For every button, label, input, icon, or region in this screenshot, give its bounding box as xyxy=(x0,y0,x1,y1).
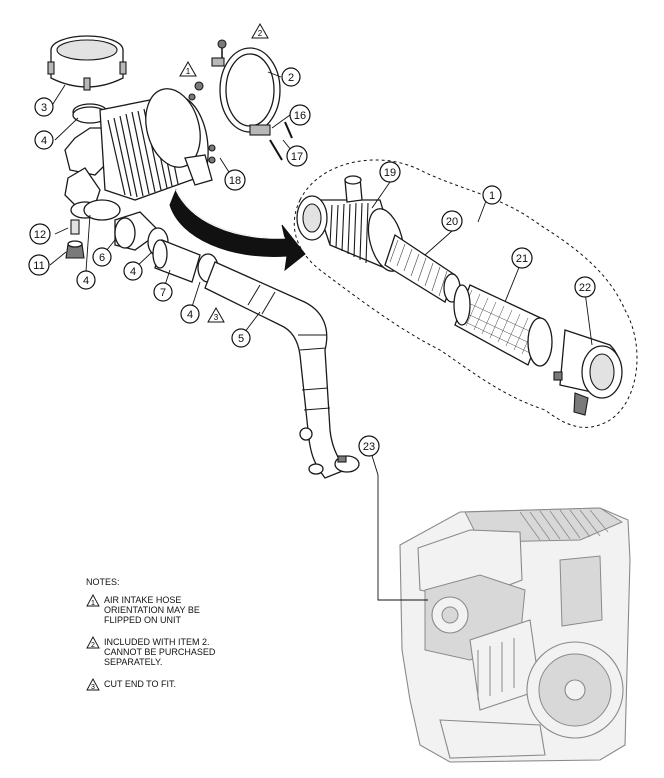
note-3: 3 CUT END TO FIT. xyxy=(86,678,286,691)
callout-4-left: 4 xyxy=(76,270,96,290)
safety-filter xyxy=(384,233,461,303)
notes-header: NOTES: xyxy=(86,577,120,587)
assembly-boundary xyxy=(293,159,638,428)
note-2: 2 INCLUDED WITH ITEM 2. CANNOT BE PURCHA… xyxy=(86,636,286,667)
note-3-flag-icon: 3 xyxy=(86,678,100,691)
callout-18: 18 xyxy=(224,169,246,191)
svg-text:4: 4 xyxy=(130,266,136,278)
precleaner-cap xyxy=(47,35,127,91)
svg-text:11: 11 xyxy=(33,260,44,272)
svg-text:21: 21 xyxy=(516,253,528,265)
callout-2: 2 xyxy=(281,67,301,87)
cleaner-end-cap xyxy=(553,329,623,416)
callout-23: 23 xyxy=(358,435,380,457)
notes-section: NOTES: 1 AIR INTAKE HOSE ORIENTATION MAY… xyxy=(86,577,286,701)
callout-19: 19 xyxy=(379,161,401,183)
callout-16: 16 xyxy=(289,104,311,126)
hose-clamp-lower xyxy=(334,455,360,473)
note-1-text: AIR INTAKE HOSE ORIENTATION MAY BE FLIPP… xyxy=(104,595,200,625)
svg-text:23: 23 xyxy=(363,441,375,453)
svg-text:2: 2 xyxy=(288,72,294,84)
engine-illustration xyxy=(399,507,631,763)
assembly-arrow xyxy=(169,188,306,272)
callout-1: 1 xyxy=(482,185,502,205)
note-3-text: CUT END TO FIT. xyxy=(104,679,177,689)
callout-22: 22 xyxy=(574,276,596,298)
callout-20: 20 xyxy=(441,210,463,232)
callout-4-middle: 4 xyxy=(123,261,143,281)
elbow-and-hose xyxy=(83,199,219,283)
svg-text:18: 18 xyxy=(229,175,241,187)
svg-text:17: 17 xyxy=(291,151,303,163)
mounting-band xyxy=(211,39,281,136)
svg-text:1: 1 xyxy=(91,600,95,607)
svg-text:4: 4 xyxy=(83,275,89,287)
callout-17: 17 xyxy=(286,145,308,167)
callout-21: 21 xyxy=(511,247,533,269)
vacuator-valve xyxy=(65,219,85,259)
air-cleaner-housing xyxy=(64,88,213,219)
svg-text:22: 22 xyxy=(579,282,591,294)
hardware-bolts xyxy=(188,81,293,164)
callout-3: 3 xyxy=(34,97,54,117)
svg-text:1: 1 xyxy=(186,67,191,76)
svg-text:3: 3 xyxy=(41,102,47,114)
callout-7: 7 xyxy=(153,282,173,302)
note-1: 1 AIR INTAKE HOSE ORIENTATION MAY BE FLI… xyxy=(86,594,286,625)
svg-text:20: 20 xyxy=(446,216,458,228)
callout-12: 12 xyxy=(29,223,51,245)
svg-text:3: 3 xyxy=(91,684,95,691)
svg-text:4: 4 xyxy=(187,309,193,321)
svg-text:5: 5 xyxy=(238,333,244,345)
callout-4-upper: 4 xyxy=(34,130,54,150)
flag-note-1: 1 xyxy=(179,60,197,77)
note-1-flag-icon: 1 xyxy=(86,594,100,607)
svg-text:7: 7 xyxy=(160,287,166,299)
air-cleaner-body xyxy=(296,175,405,272)
note-2-flag-icon: 2 xyxy=(86,636,100,649)
svg-text:2: 2 xyxy=(258,29,263,38)
primary-filter xyxy=(453,284,553,367)
note-2-text: INCLUDED WITH ITEM 2. CANNOT BE PURCHASE… xyxy=(104,637,216,667)
svg-text:19: 19 xyxy=(384,167,396,179)
intake-tube xyxy=(204,261,346,479)
flag-note-3: 3 xyxy=(207,306,225,323)
svg-text:1: 1 xyxy=(489,190,495,202)
svg-text:3: 3 xyxy=(214,313,219,322)
callout-11: 11 xyxy=(28,254,50,276)
callout-6: 6 xyxy=(92,247,112,267)
callout-5: 5 xyxy=(231,328,251,348)
svg-text:2: 2 xyxy=(91,642,95,649)
svg-text:16: 16 xyxy=(294,110,306,122)
flag-note-2: 2 xyxy=(251,22,269,39)
svg-text:12: 12 xyxy=(34,229,46,241)
svg-text:6: 6 xyxy=(99,252,105,264)
svg-text:4: 4 xyxy=(41,135,47,147)
callout-4-lower: 4 xyxy=(180,304,200,324)
